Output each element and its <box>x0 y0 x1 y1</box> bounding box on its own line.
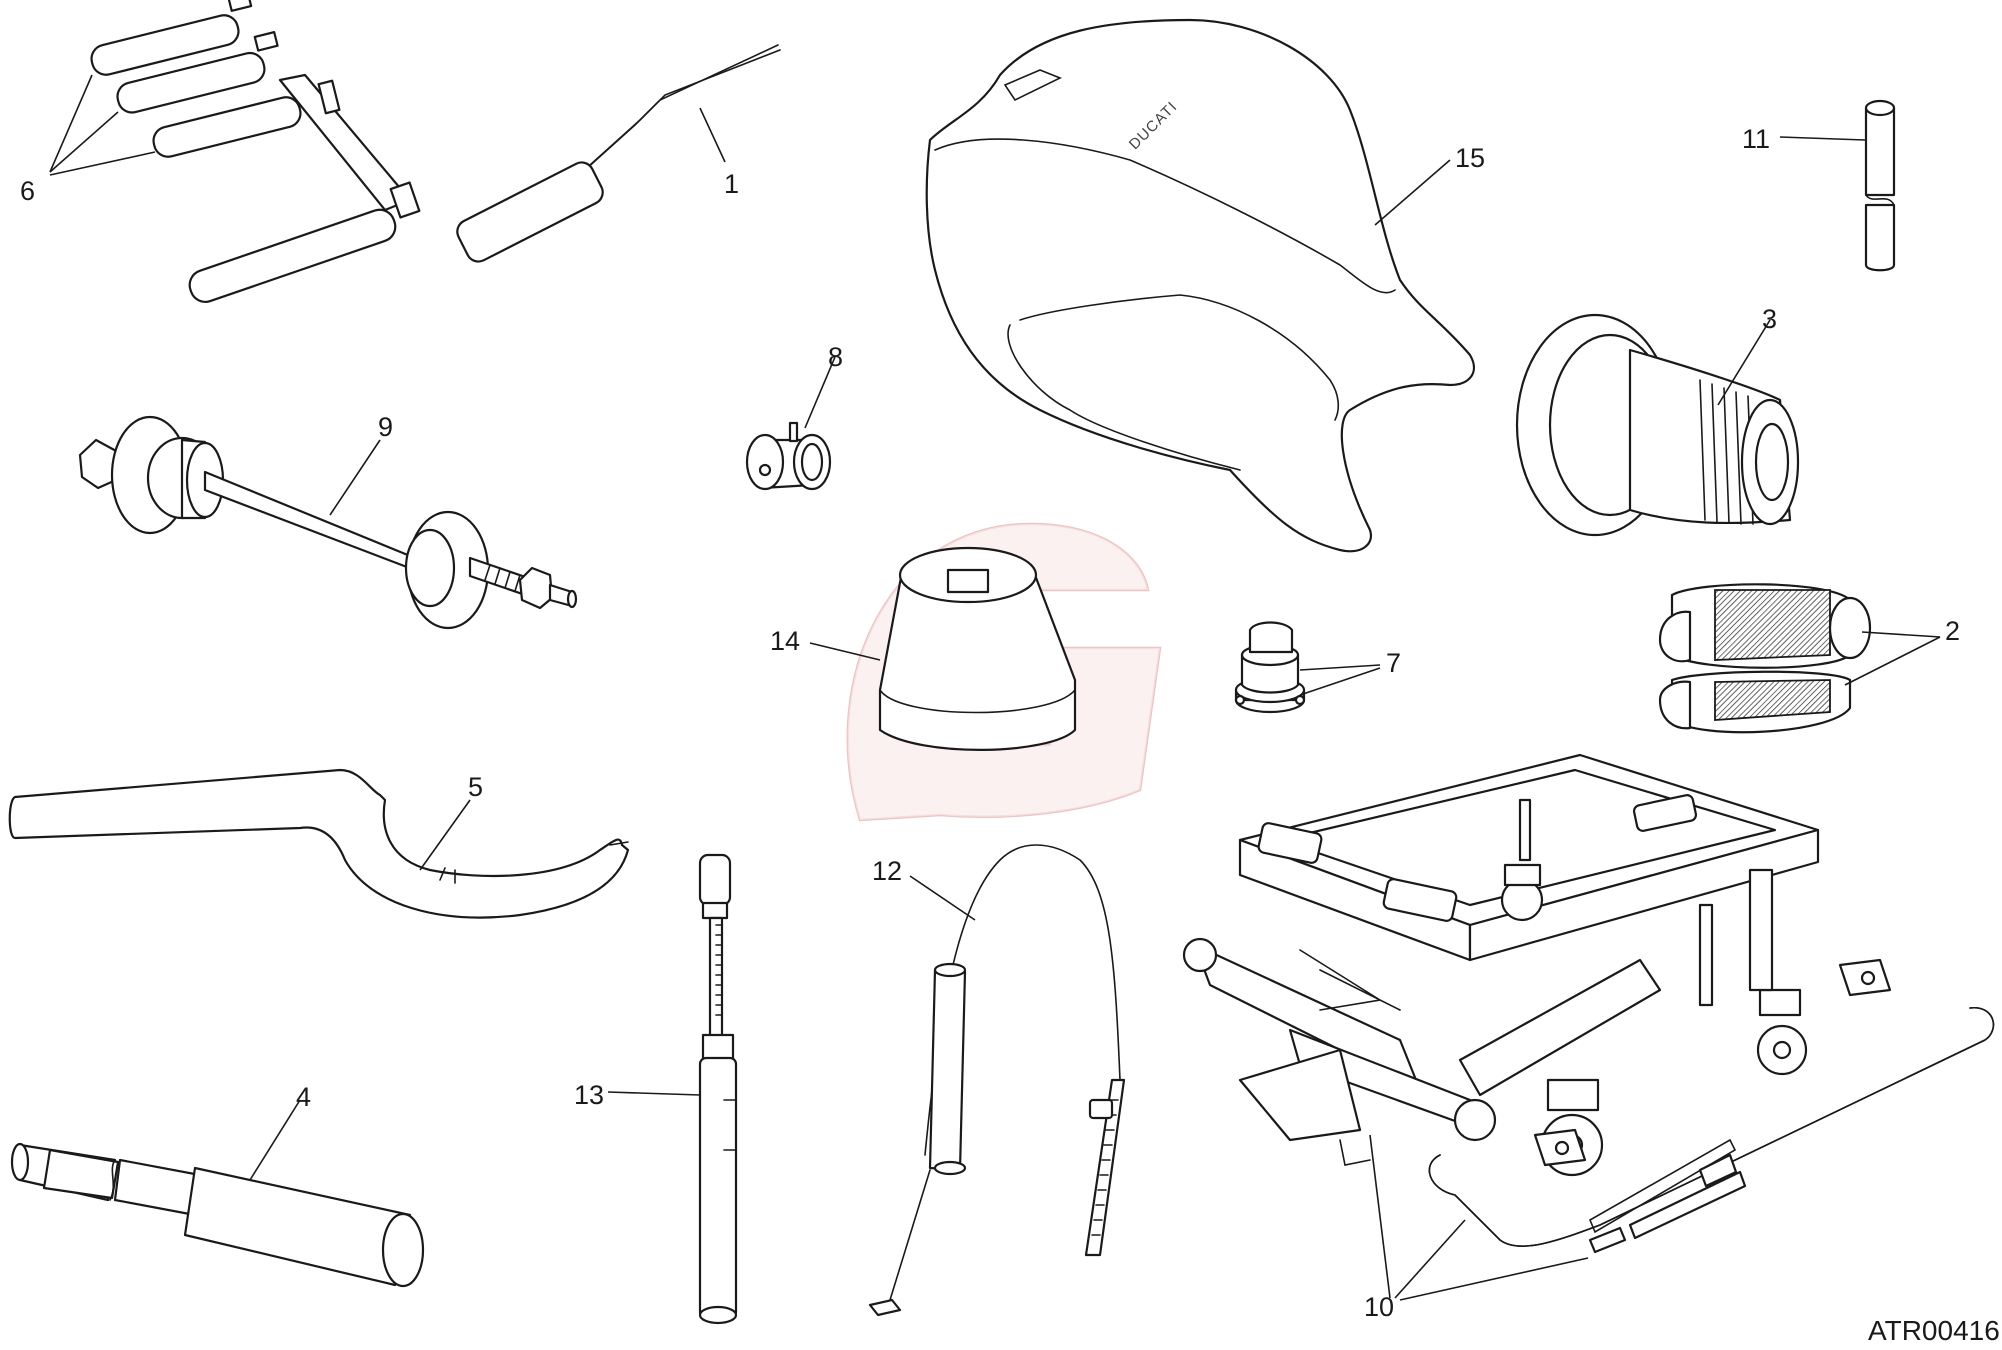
part-10-lift-stand <box>1182 753 1995 1254</box>
part-8-bushing <box>745 421 832 491</box>
callout-3: 3 <box>1762 304 1777 334</box>
part-11-split-pin <box>1864 99 1896 272</box>
callout-8: 8 <box>828 342 843 372</box>
part-7-quick-fitting <box>1234 621 1306 714</box>
part-3-threaded-sleeve <box>1515 313 1800 537</box>
callout-4: 4 <box>296 1082 311 1112</box>
callout-7: 7 <box>1386 648 1401 678</box>
part-4-tube-tool <box>10 1142 425 1288</box>
part-15-seat: DUCATI <box>925 18 1475 553</box>
drawing-code: ATR00416 <box>1868 1315 2000 1346</box>
callout-1: 1 <box>724 169 739 199</box>
callout-15: 15 <box>1455 143 1485 173</box>
part-1-hook-tool <box>456 44 781 263</box>
part-9-bearing-puller <box>78 415 578 630</box>
part-14-conical-tool <box>878 546 1077 751</box>
callout-5: 5 <box>468 772 483 802</box>
callout-14: 14 <box>770 626 800 656</box>
part-13-telescopic-tool <box>698 853 738 1325</box>
callout-12: 12 <box>872 856 902 886</box>
callout-10: 10 <box>1364 1292 1394 1322</box>
callout-labels: 6 1 8 9 5 4 13 12 14 15 11 3 2 7 10 <box>20 124 1960 1322</box>
callout-13: 13 <box>574 1080 604 1110</box>
part-6-pin-set <box>90 0 421 303</box>
callout-2: 2 <box>1945 616 1960 646</box>
callout-11: 11 <box>1742 124 1770 154</box>
leader-lines <box>49 74 1941 1301</box>
callout-6: 6 <box>20 176 35 206</box>
caster-wheel-rear <box>1756 988 1808 1076</box>
caster-wheel-top <box>1500 863 1544 922</box>
part-12-gauge-tool <box>868 844 1126 1317</box>
callout-9: 9 <box>378 412 393 442</box>
part-2-split-sleeve <box>1658 583 1872 734</box>
part-5-c-spanner <box>8 768 630 919</box>
